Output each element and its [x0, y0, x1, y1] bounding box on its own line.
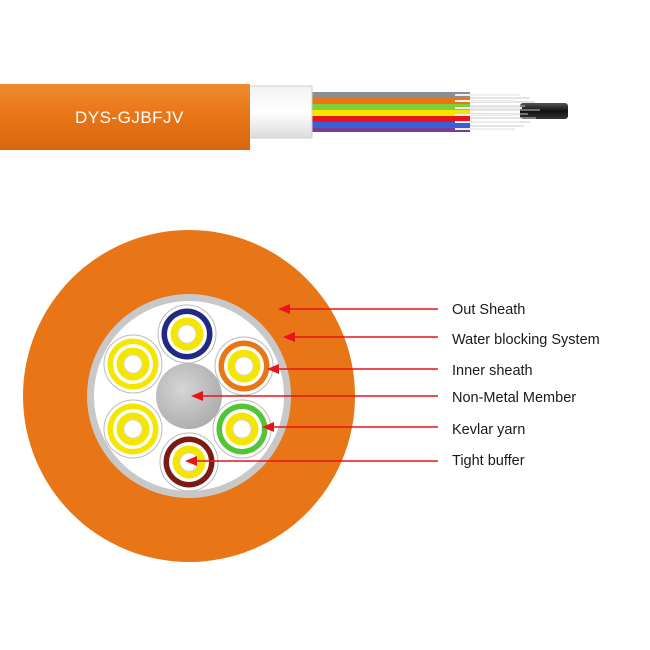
fiber-yellow-left-top [103, 334, 163, 394]
callout-tight-buffer: Tight buffer [185, 453, 525, 469]
arrow-head [191, 391, 203, 401]
cable-side-view: DYS-GJBFJV [0, 84, 568, 150]
label-out-sheath: Out Sheath [452, 302, 525, 318]
label-inner-sheath: Inner sheath [452, 363, 533, 379]
fiber-yellow-left-bottom [103, 399, 163, 459]
fiber-ends [455, 94, 522, 130]
cable-cross-section [23, 230, 355, 562]
label-non-metal-member: Non-Metal Member [452, 390, 576, 406]
fiber-group [103, 304, 274, 492]
callout-non-metal-member: Non-Metal Member [191, 390, 576, 406]
callout-water-blocking: Water blocking System [283, 332, 600, 348]
arrow-head [262, 422, 274, 432]
label-water-blocking: Water blocking System [452, 332, 600, 348]
callout-out-sheath: Out Sheath [278, 302, 525, 318]
arrow-head [283, 332, 295, 342]
outer-sheath-side [0, 84, 250, 150]
center-member [156, 363, 222, 429]
cable-core [520, 103, 568, 119]
callout-kevlar-yarn: Kevlar yarn [262, 422, 525, 438]
arrow-head [278, 304, 290, 314]
fiber-blue [157, 304, 217, 364]
inner-tube [245, 85, 313, 139]
arrow-head [267, 364, 279, 374]
arrow-head [185, 456, 197, 466]
label-tight-buffer: Tight buffer [452, 453, 525, 469]
callout-inner-sheath: Inner sheath [267, 363, 533, 379]
fiber-bundle [310, 92, 470, 132]
fiber-orange [214, 336, 274, 396]
fiber-green [212, 399, 272, 459]
label-kevlar-yarn: Kevlar yarn [452, 422, 525, 438]
cable-model-label: DYS-GJBFJV [75, 108, 184, 127]
